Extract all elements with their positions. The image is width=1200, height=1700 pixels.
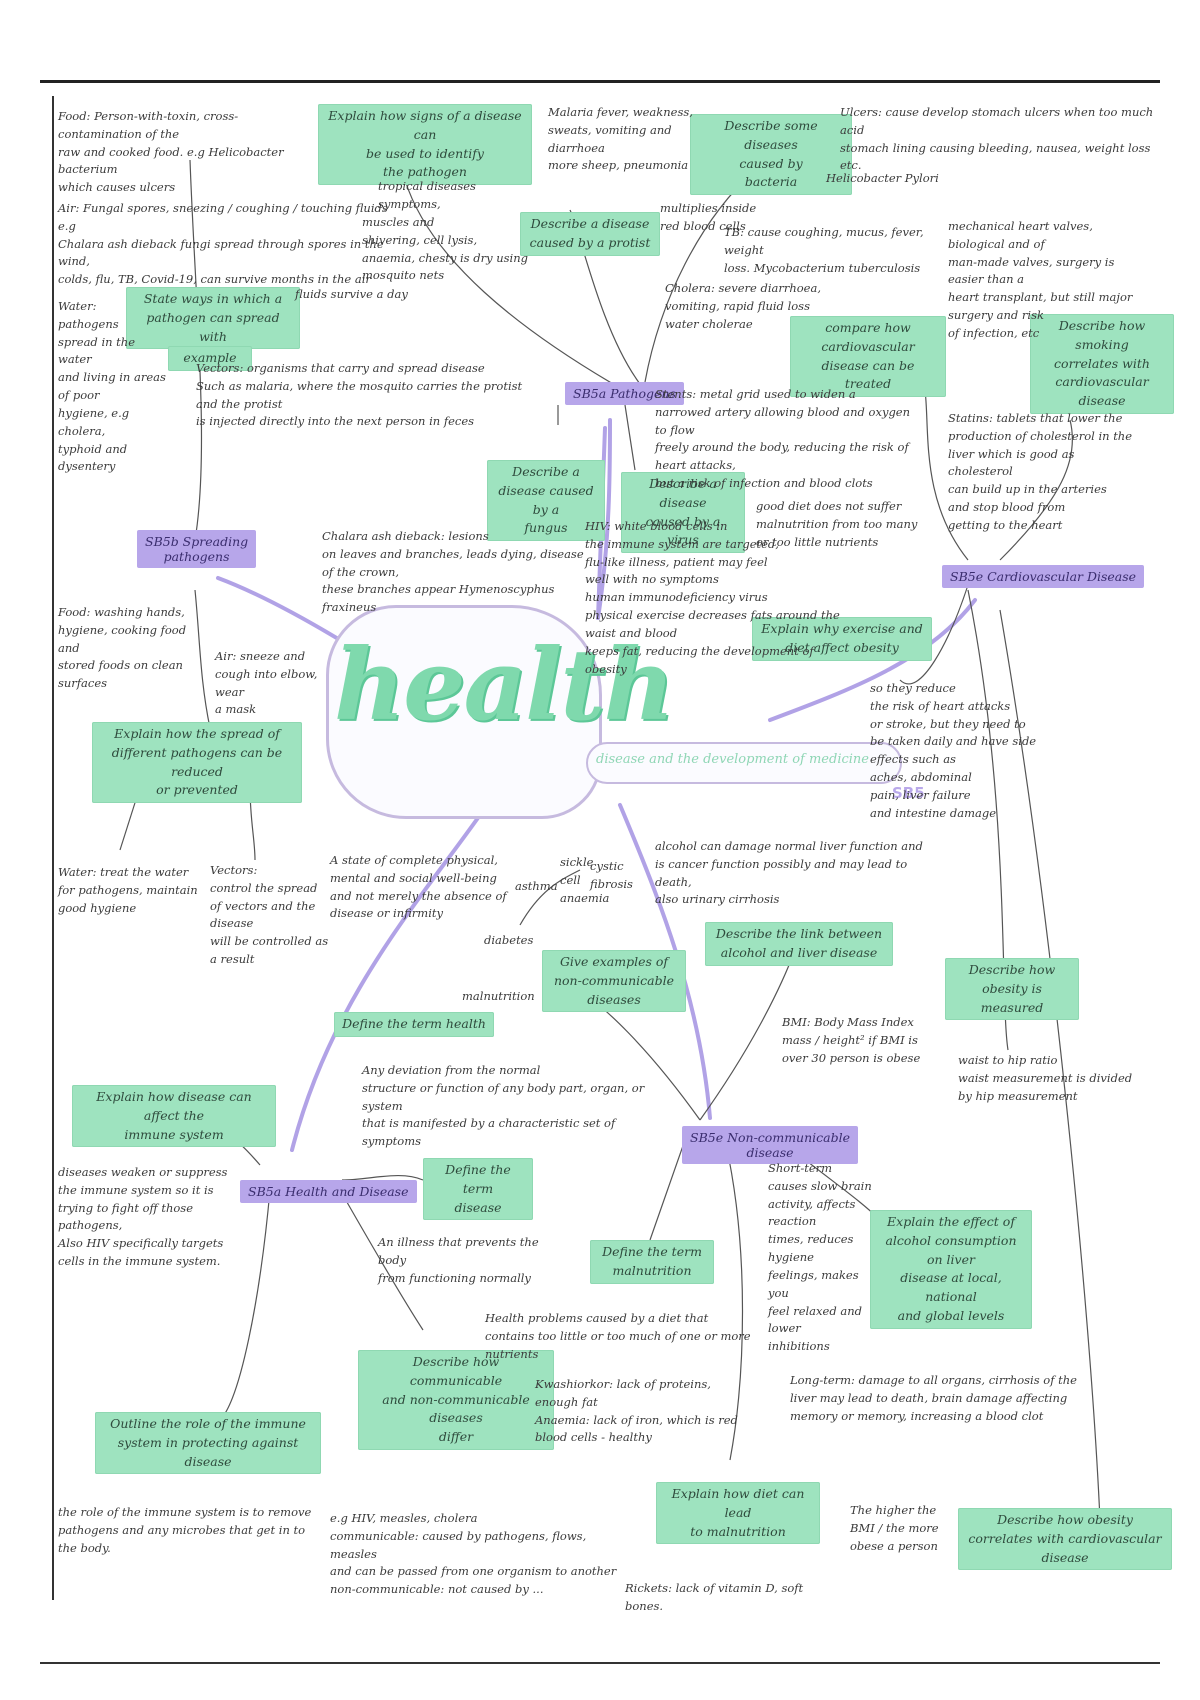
q-bacteria: Describe some diseases caused by bacteri… bbox=[690, 114, 852, 195]
note-ulcers: Ulcers: cause develop stomach ulcers whe… bbox=[840, 105, 1154, 173]
topic-cardiovascular: SB5e Cardiovascular Disease bbox=[942, 565, 1145, 588]
q-example: example bbox=[168, 346, 252, 371]
note-cystic: cystic fibrosis bbox=[590, 859, 633, 891]
topic-non-communicable: SB5e Non-communicable disease bbox=[682, 1126, 858, 1164]
q-reduce-spread: Explain how the spread of different path… bbox=[92, 722, 302, 803]
q-non-comm-examples: Give examples of non-communicable diseas… bbox=[542, 950, 686, 1013]
bottom-rule bbox=[40, 1662, 1160, 1664]
q-define-disease: Define the term disease bbox=[423, 1158, 533, 1221]
note-tb: TB: cause coughing, mucus, fever, weight… bbox=[724, 225, 924, 275]
note-fluids: fluids survive a day bbox=[295, 287, 408, 301]
note-sickle: sickle cell anaemia bbox=[560, 855, 610, 905]
topic-spreading-pathogens: SB5b Spreading pathogens bbox=[137, 530, 257, 568]
q-immune-affect: Explain how disease can affect the immun… bbox=[72, 1085, 276, 1148]
q-alcohol-effect: Explain the effect of alcohol consumptio… bbox=[870, 1210, 1032, 1329]
note-malnutrition: malnutrition bbox=[462, 989, 535, 1003]
q-smoking: Describe how smoking correlates with car… bbox=[1030, 314, 1174, 414]
note-waist-hip: waist to hip ratio waist measurement is … bbox=[958, 1053, 1133, 1103]
q-obesity-cardio: Describe how obesity correlates with car… bbox=[958, 1508, 1172, 1571]
sb5-tag: SB5 bbox=[892, 784, 925, 802]
q-ways-spread: State ways in which a pathogen can sprea… bbox=[126, 287, 300, 350]
note-illness: An illness that prevents the body from f… bbox=[378, 1235, 539, 1285]
q-alcohol-liver: Describe the link between alcohol and li… bbox=[705, 922, 893, 966]
note-air-sneeze: Air: sneeze and cough into elbow, wear a… bbox=[215, 649, 318, 717]
note-side-effects: so they reduce the risk of heart attacks… bbox=[870, 681, 1037, 820]
note-hiv: HIV: white blood cells in the immune sys… bbox=[585, 519, 840, 676]
q-signs-pathogen: Explain how signs of a disease can be us… bbox=[318, 104, 532, 185]
note-bmi: BMI: Body Mass Index mass / height² if B… bbox=[782, 1015, 921, 1065]
note-rickets: Rickets: lack of vitamin D, soft bones. bbox=[625, 1581, 804, 1613]
q-compare-cardio: compare how cardiovascular disease can b… bbox=[790, 316, 946, 397]
note-food-water: Food: Person-with-toxin, cross-contamina… bbox=[58, 109, 284, 195]
note-helicobacter: Helicobacter Pylori bbox=[826, 171, 939, 185]
top-rule bbox=[40, 80, 1160, 83]
q-fungus: Describe a disease caused by a fungus bbox=[487, 460, 605, 541]
note-deviation: Any deviation from the normal structure … bbox=[362, 1063, 645, 1149]
q-protist: Describe a disease caused by a protist bbox=[520, 212, 660, 256]
note-good-diet: good diet does not suffer malnutrition f… bbox=[756, 499, 918, 549]
note-vectors: Vectors: organisms that carry and spread… bbox=[196, 361, 523, 429]
topic-health-disease: SB5a Health and Disease bbox=[240, 1180, 417, 1203]
note-cholera: Cholera: severe diarrhoea, vomiting, rap… bbox=[665, 281, 822, 331]
subtitle: disease and the development of medicine bbox=[596, 752, 869, 767]
note-short-term: Short-term causes slow brain activity, a… bbox=[768, 1161, 872, 1354]
note-health-problems: Health problems caused by a diet that co… bbox=[485, 1311, 751, 1361]
note-vector-control: Vectors: control the spread of vectors a… bbox=[210, 863, 329, 967]
note-multiplies: multiplies inside red blood cells bbox=[660, 201, 757, 233]
mind-map-frame bbox=[52, 96, 1174, 1600]
note-alcohol-damage: alcohol can damage normal liver function… bbox=[655, 839, 923, 907]
note-higher-bmi: The higher the BMI / the more obese a pe… bbox=[850, 1503, 939, 1553]
note-water-treat: Water: treat the water for pathogens, ma… bbox=[58, 865, 198, 915]
note-mechanical: mechanical heart valves, biological and … bbox=[948, 219, 1133, 340]
note-diabetes: diabetes bbox=[484, 933, 534, 947]
note-chalara: Chalara ash dieback: lesions on leaves a… bbox=[322, 529, 584, 615]
topic-pathogens: SB5a Pathogens bbox=[565, 382, 684, 405]
note-long-term: Long-term: damage to all organs, cirrhos… bbox=[790, 1373, 1077, 1423]
note-define-health: A state of complete physical, mental and… bbox=[330, 853, 507, 921]
q-outline-immune: Outline the role of the immune system in… bbox=[95, 1412, 321, 1475]
note-malaria: Malaria fever, weakness, sweats, vomitin… bbox=[548, 105, 693, 173]
q-diet-malnutrition: Explain how diet can lead to malnutritio… bbox=[656, 1482, 820, 1545]
q-malnutrition: Define the term malnutrition bbox=[590, 1240, 714, 1284]
note-stents: Stents: metal grid used to widen a narro… bbox=[655, 387, 911, 491]
q-virus: Describe a disease caused by a virus bbox=[621, 472, 745, 553]
note-asthma: asthma bbox=[515, 879, 558, 893]
note-immune-role: the role of the immune system is to remo… bbox=[58, 1505, 312, 1555]
note-statins: Statins: tablets that lower the producti… bbox=[948, 411, 1133, 532]
note-weakens: diseases weaken or suppress the immune s… bbox=[58, 1165, 228, 1269]
q-define-health: Define the term health bbox=[334, 1012, 494, 1037]
note-air: Air: Fungal spores, sneezing / coughing … bbox=[58, 201, 388, 287]
note-tropical: tropical diseases symptoms, bbox=[378, 179, 476, 211]
q-diet-obesity: Explain why exercise and diet affect obe… bbox=[752, 617, 932, 661]
title-health: health bbox=[334, 628, 675, 743]
title-cloud bbox=[326, 605, 602, 819]
note-water: Water: pathogens spread in the water and… bbox=[58, 299, 166, 474]
note-comm-diff: e.g HIV, measles, cholera communicable: … bbox=[330, 1511, 617, 1597]
note-kwashiorkor: Kwashiorkor: lack of proteins, enough fa… bbox=[535, 1377, 738, 1445]
q-obesity-measured: Describe how obesity is measured bbox=[945, 958, 1079, 1021]
note-food-hands: Food: washing hands, hygiene, cooking fo… bbox=[58, 605, 187, 691]
note-muscles: muscles and shivering, cell lysis, anaem… bbox=[362, 215, 529, 283]
q-comm-differ: Describe how communicable and non-commun… bbox=[358, 1350, 554, 1450]
subtitle-banner bbox=[586, 742, 902, 784]
